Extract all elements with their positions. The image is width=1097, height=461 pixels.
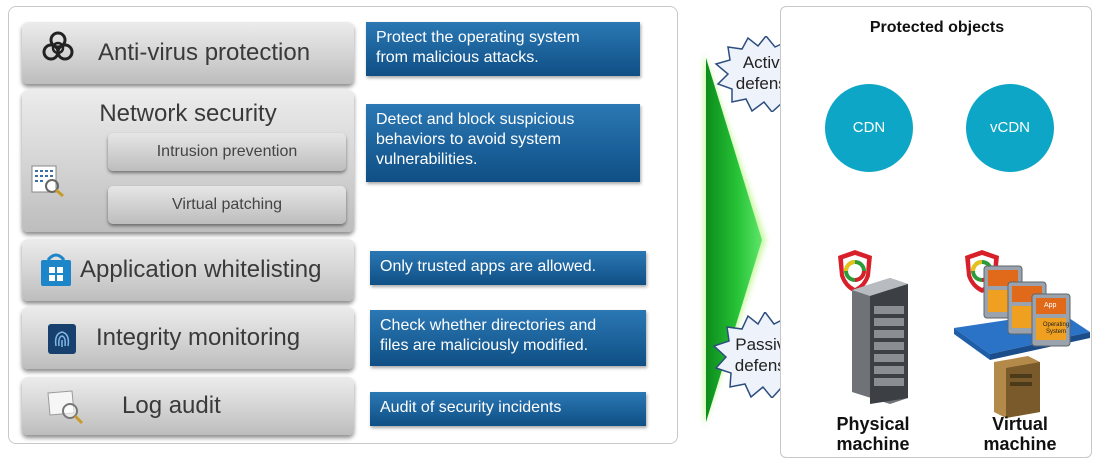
integrity-feature: Integrity monitoring	[22, 307, 354, 369]
network-security-label: Network security	[99, 100, 277, 127]
document-magnifier-icon	[30, 164, 66, 203]
server-tower-icon	[852, 278, 908, 404]
protected-objects-title: Protected objects	[869, 19, 1005, 36]
intrusion-prevention-item: Intrusion prevention	[108, 133, 346, 171]
cdn-circle: CDN	[825, 84, 913, 172]
whitelisting-feature: Application whitelisting	[22, 239, 354, 301]
virtualization-platform-icon	[954, 265, 1090, 418]
vcdn-circle: vCDN	[966, 84, 1054, 172]
physical-machine-shield-icon	[838, 250, 872, 293]
antivirus-label: Anti-virus protection	[98, 39, 311, 66]
vm-card-app-label: App	[1044, 302, 1057, 309]
integrity-label: Integrity monitoring	[96, 324, 301, 351]
fingerprint-icon	[48, 324, 76, 359]
antivirus-description: Protect the operating system from malici…	[366, 22, 640, 76]
whitelisting-label: Application whitelisting	[80, 256, 322, 283]
vm-card-os-label: Operating System	[1042, 322, 1070, 335]
network-description: Detect and block suspicious behaviors to…	[366, 104, 640, 182]
store-bag-icon	[38, 250, 74, 293]
physical-machine-label: Physical machine	[836, 414, 910, 454]
log-description: Audit of security incidents	[370, 392, 646, 426]
integrity-description: Check whether directories and files are …	[370, 310, 646, 366]
whitelisting-description: Only trusted apps are allowed.	[370, 251, 646, 285]
network-security-feature: Network security Intrusion prevention Vi…	[22, 90, 354, 232]
virtual-machine-label: Virtual machine	[983, 414, 1057, 454]
antivirus-feature: Anti-virus protection	[22, 22, 354, 84]
log-audit-feature: Log audit	[22, 377, 354, 435]
log-audit-label: Log audit	[122, 392, 221, 419]
defense-arrow	[704, 54, 766, 426]
protected-objects-panel: Protected objects	[780, 6, 1092, 458]
biohazard-icon	[40, 30, 76, 71]
virtual-patching-item: Virtual patching	[108, 186, 346, 224]
scroll-magnifier-icon	[44, 387, 86, 430]
